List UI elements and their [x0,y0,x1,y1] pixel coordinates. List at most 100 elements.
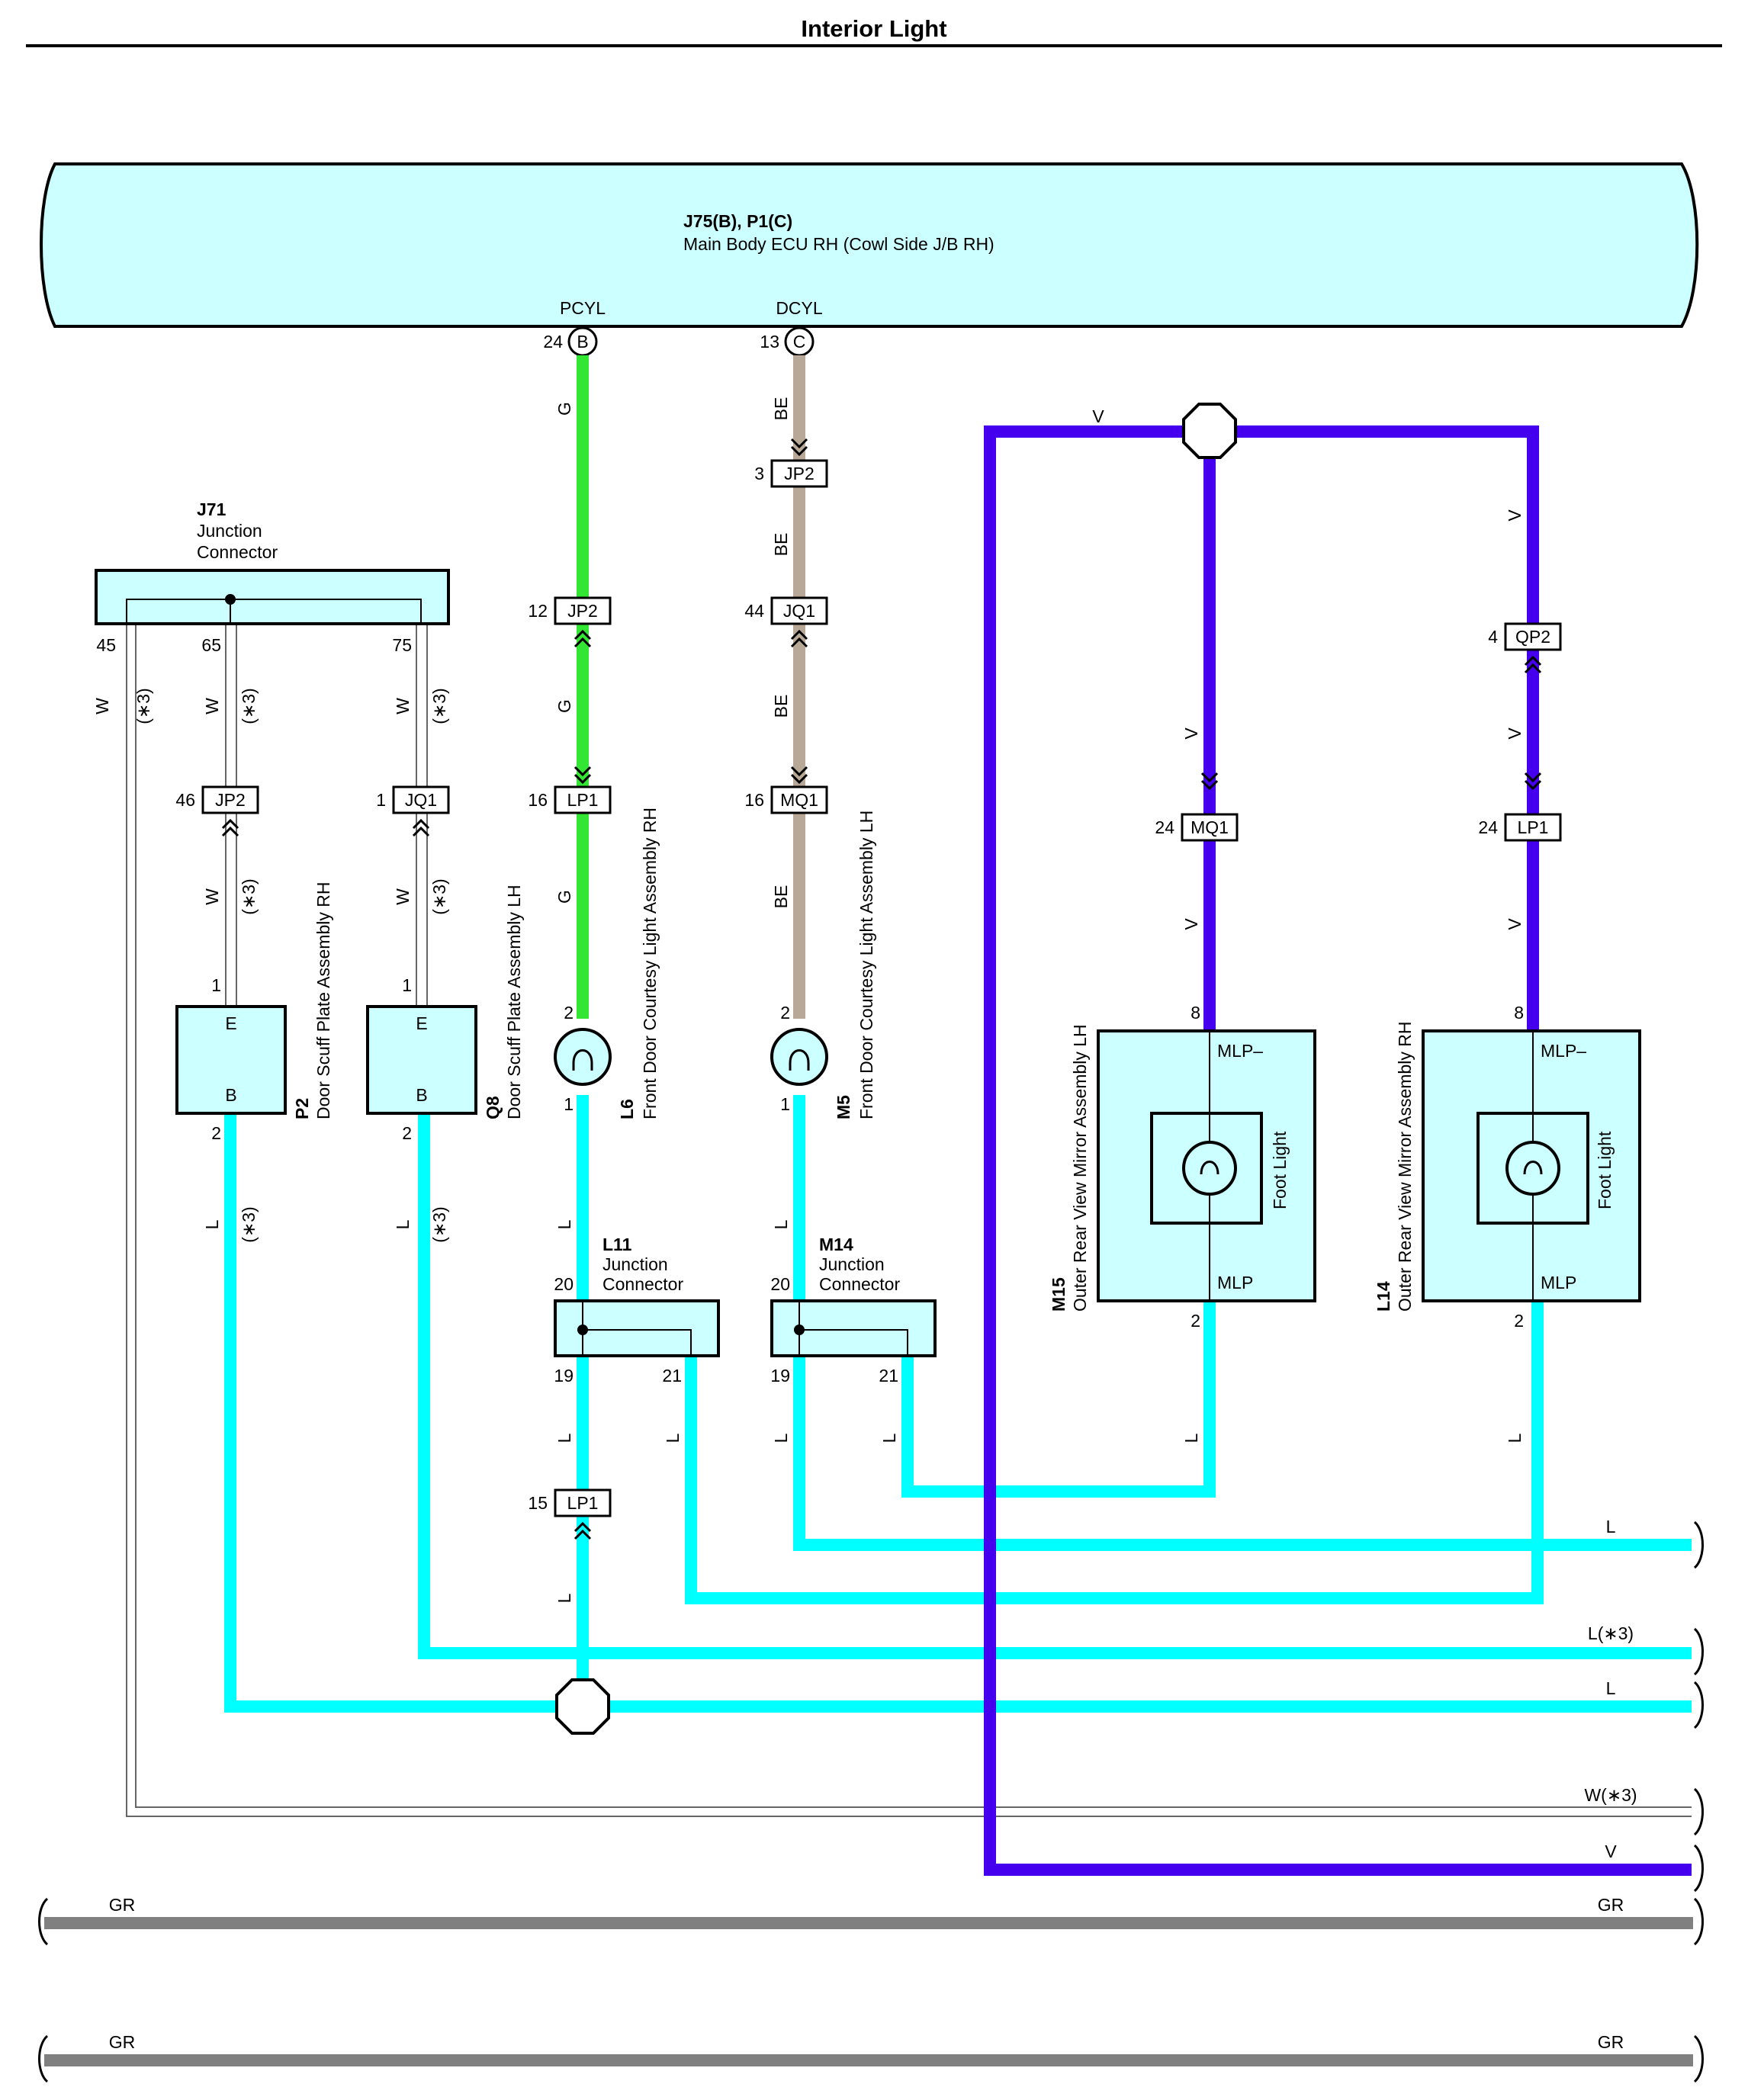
svg-text:2: 2 [211,1123,221,1143]
svg-text:LP1: LP1 [567,790,599,810]
j71-id: J71 [197,499,227,519]
edge-label-gr: GR [109,2032,136,2052]
wire-label-l: L [1505,1433,1525,1443]
svg-text:Junction: Junction [602,1254,668,1274]
splice-v [1182,403,1237,459]
m15-component: MLP– MLP Foot Light 8 2 M15 Outer Rear V… [1049,1003,1316,1331]
w-wires [126,621,1692,1817]
conn-jq1-b: JQ1 1 [376,785,450,837]
wire-label-star3: (∗3) [429,688,449,724]
svg-text:Door Scuff Plate Assembly LH: Door Scuff Plate Assembly LH [504,885,524,1119]
wire-label-star3: (∗3) [429,878,449,914]
j71-pin: 45 [96,635,116,655]
svg-text:E: E [416,1013,427,1033]
q8-component: E B 1 2 Q8 Door Scuff Plate Assembly LH [366,885,524,1143]
svg-text:2: 2 [402,1123,412,1143]
edge-label-l: L [1606,1678,1616,1698]
ecu-box [40,162,1699,328]
conn-lp1-c: LP1 24 [1478,772,1562,842]
svg-text:JQ1: JQ1 [405,790,437,810]
svg-text:Connector: Connector [602,1274,683,1294]
svg-text:L6: L6 [617,1099,637,1119]
j71-line1: Junction [197,521,262,541]
svg-text:24: 24 [1478,817,1498,837]
svg-text:12: 12 [528,601,548,621]
bulb-icon [572,1049,593,1064]
wire-label-be: BE [771,533,791,557]
conn-jp2-a: JP2 12 [528,596,612,648]
edge-label-w-star3: W(∗3) [1584,1785,1637,1805]
wire-label-be: BE [771,885,791,909]
wire-label-v: V [1505,509,1525,522]
bulb-icon [1182,1141,1237,1196]
svg-text:3: 3 [754,464,764,483]
j71-junction-dot [225,594,236,605]
svg-text:20: 20 [554,1274,574,1294]
svg-text:B: B [225,1085,236,1105]
svg-text:Outer Rear View Mirror Assembl: Outer Rear View Mirror Assembly LH [1070,1024,1090,1312]
wire-label-l: L [554,1433,574,1443]
svg-text:Outer Rear View Mirror Assembl: Outer Rear View Mirror Assembly RH [1395,1022,1415,1312]
p2-component: E B 1 2 P2 Door Scuff Plate Assembly RH [175,882,333,1143]
svg-text:8: 8 [1514,1003,1524,1023]
edge-label-gr: GR [1598,1895,1624,1915]
conn-mq1-b: MQ1 24 [1155,772,1239,842]
m5-component: 2 1 M5 Front Door Courtesy Light Assembl… [770,811,876,1119]
svg-text:2: 2 [1191,1311,1200,1331]
svg-text:L14: L14 [1374,1281,1393,1312]
ecu-terminal-c-num: 13 [760,332,779,352]
svg-text:B: B [416,1085,427,1105]
wire-label-l: L [771,1433,791,1443]
svg-text:JP2: JP2 [567,601,598,621]
wire-label-star3: (∗3) [239,1206,259,1242]
conn-qp2: QP2 4 [1488,622,1562,674]
svg-text:LP1: LP1 [1518,817,1549,837]
svg-text:MLP: MLP [1217,1273,1253,1292]
svg-text:M15: M15 [1049,1277,1068,1312]
wire-label-be: BE [771,695,791,718]
edge-label-l-star3: L(∗3) [1588,1623,1634,1643]
svg-text:15: 15 [528,1493,548,1513]
svg-text:16: 16 [744,790,764,810]
svg-text:4: 4 [1488,627,1498,647]
wire-label-l: L [1181,1433,1201,1443]
wire-label-l: L [554,1593,574,1603]
svg-text:1: 1 [780,1094,790,1114]
svg-text:Junction: Junction [819,1254,885,1274]
svg-text:MLP–: MLP– [1217,1041,1263,1061]
conn-lp1-b: LP1 15 [528,1488,612,1540]
ecu-terminal-b-letter: B [577,332,588,352]
svg-text:LP1: LP1 [567,1493,599,1513]
svg-text:MQ1: MQ1 [780,790,818,810]
wire-label-g: G [554,890,574,904]
wire-label-l: L [554,1219,574,1229]
wire-label-star3: (∗3) [239,878,259,914]
wire-label-w: W [202,888,222,905]
wire-label-g: G [554,699,574,713]
wire-label-l: L [393,1219,413,1229]
wire-label-be: BE [771,397,791,421]
wire-label-l: L [663,1433,683,1443]
svg-text:Foot Light: Foot Light [1270,1131,1290,1209]
svg-text:1: 1 [402,975,412,995]
l-wires [224,1095,1692,1713]
svg-text:JQ1: JQ1 [783,601,815,621]
edge-label-l: L [1606,1517,1616,1536]
l6-component: 2 1 L6 Front Door Courtesy Light Assembl… [554,808,660,1119]
conn-mq1-a: MQ1 16 [744,766,828,814]
svg-text:E: E [225,1013,236,1033]
edge-label-gr: GR [1598,2032,1624,2052]
wire-label-l: L [771,1219,791,1229]
wire-label-l: L [879,1433,899,1443]
svg-text:JP2: JP2 [784,464,815,483]
svg-text:Front Door Courtesy Light Asse: Front Door Courtesy Light Assembly LH [856,811,876,1119]
conn-jp2-b: JP2 3 [754,438,828,488]
ecu-pin-pcyl: PCYL [560,298,606,318]
wire-label-v: V [1181,727,1201,740]
ecu-desc: Main Body ECU RH (Cowl Side J/B RH) [683,234,994,254]
wire-label-star3: (∗3) [429,1206,449,1242]
l14-component: MLP– MLP Foot Light 8 2 L14 Outer Rear V… [1374,1003,1641,1331]
svg-text:2: 2 [564,1003,574,1023]
svg-text:Foot Light: Foot Light [1595,1131,1615,1209]
